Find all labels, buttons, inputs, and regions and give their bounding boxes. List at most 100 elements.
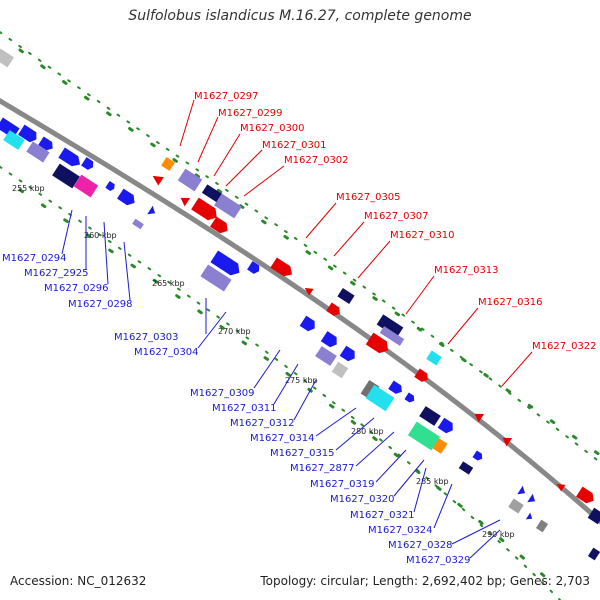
label-M1627_0297: M1627_0297 bbox=[194, 91, 259, 102]
label-M1627_0300: M1627_0300 bbox=[240, 123, 305, 134]
feature-blue-9 bbox=[210, 250, 240, 276]
feature-red-6 bbox=[304, 287, 314, 296]
feature-navy-6 bbox=[458, 461, 474, 475]
label-M1627_0296: M1627_0296 bbox=[44, 283, 109, 294]
label-M1627_0320: M1627_0320 bbox=[330, 494, 395, 505]
label-M1627_0307: M1627_0307 bbox=[364, 211, 429, 222]
feature-blue-17 bbox=[472, 450, 483, 461]
feature-red-8 bbox=[365, 332, 389, 354]
feature-blue-5 bbox=[81, 157, 94, 170]
feature-red-9 bbox=[414, 368, 428, 382]
feature-orange-1 bbox=[161, 157, 175, 171]
tick-265kbp: 265 kbp bbox=[152, 279, 185, 288]
feature-lavender-3 bbox=[177, 168, 203, 192]
inner-guide-dashes bbox=[18, 188, 562, 592]
feature-lavender-1 bbox=[26, 141, 50, 163]
label-M1627_0312: M1627_0312 bbox=[230, 418, 295, 429]
feature-lavender-2 bbox=[132, 218, 144, 230]
tick-260kbp: 260 kbp bbox=[84, 231, 117, 240]
label-M1627_0324: M1627_0324 bbox=[368, 525, 433, 536]
feature-blue-2 bbox=[18, 124, 37, 143]
feature-navy-1 bbox=[52, 163, 80, 189]
tick-285kbp: 285 kbp bbox=[416, 477, 449, 486]
feature-red-13 bbox=[576, 486, 594, 504]
label-M1627_0302: M1627_0302 bbox=[284, 155, 349, 166]
map-title: Sulfolobus islandicus M.16.27, complete … bbox=[128, 8, 472, 24]
feature-gray-2 bbox=[360, 380, 380, 400]
inner-guide-dots bbox=[0, 165, 561, 600]
feature-blue-11 bbox=[299, 315, 315, 332]
label-M1627_0303: M1627_0303 bbox=[114, 332, 179, 343]
feature-blue-8 bbox=[147, 205, 156, 215]
label-M1627_0294: M1627_0294 bbox=[2, 253, 67, 264]
feature-blue-6 bbox=[105, 181, 115, 191]
feature-blue-7 bbox=[117, 188, 135, 206]
feature-blue-14 bbox=[388, 380, 402, 394]
label-M1627_2925: M1627_2925 bbox=[24, 268, 89, 279]
feature-blue-12 bbox=[320, 331, 337, 348]
feature-red-12 bbox=[556, 483, 566, 492]
label-M1627_0328: M1627_0328 bbox=[388, 540, 453, 551]
label-M1627_2877: M1627_2877 bbox=[290, 463, 355, 474]
feature-navy-4 bbox=[376, 314, 404, 338]
label-M1627_0309: M1627_0309 bbox=[190, 388, 255, 399]
bottom-labels: M1627_0294 M1627_2925 M1627_0296 M1627_0… bbox=[2, 253, 471, 566]
feature-navy-3 bbox=[337, 287, 355, 305]
label-M1627_0315: M1627_0315 bbox=[270, 448, 335, 459]
tick-275kbp: 275 kbp bbox=[285, 376, 318, 385]
label-M1627_0311: M1627_0311 bbox=[212, 403, 277, 414]
feature-blue-20 bbox=[525, 512, 533, 520]
top-leader-lines bbox=[179, 99, 533, 387]
feature-navy-7 bbox=[587, 507, 600, 525]
feature-lavender-6 bbox=[379, 326, 405, 346]
feature-blue-15 bbox=[404, 392, 415, 403]
tick-280kbp: 280 kbp bbox=[351, 427, 384, 436]
feature-red-5 bbox=[270, 257, 293, 277]
label-M1627_0304: M1627_0304 bbox=[134, 347, 199, 358]
feature-navy-8 bbox=[587, 547, 600, 561]
label-M1627_0298: M1627_0298 bbox=[68, 299, 133, 310]
feature-gray-top bbox=[0, 48, 14, 68]
feature-red-11 bbox=[502, 437, 513, 447]
feature-orange-2 bbox=[432, 438, 448, 454]
genome-summary-text: Topology: circular; Length: 2,692,402 bp… bbox=[260, 574, 590, 588]
feature-navy-5 bbox=[419, 406, 441, 426]
feature-lavender-7 bbox=[315, 346, 337, 366]
outer-guide-dashes bbox=[18, 48, 600, 457]
feature-cyan-2 bbox=[426, 350, 442, 366]
label-M1627_0322: M1627_0322 bbox=[532, 341, 597, 352]
feature-blue-4 bbox=[58, 147, 81, 167]
label-M1627_0319: M1627_0319 bbox=[310, 479, 375, 490]
label-M1627_0301: M1627_0301 bbox=[262, 140, 327, 151]
feature-blue-3 bbox=[38, 136, 53, 151]
label-M1627_0310: M1627_0310 bbox=[390, 230, 455, 241]
feature-cyan-3 bbox=[365, 384, 395, 412]
label-M1627_0305: M1627_0305 bbox=[336, 192, 401, 203]
feature-gray-4 bbox=[535, 519, 549, 533]
feature-cyan-1 bbox=[3, 130, 25, 150]
feature-blue-13 bbox=[339, 345, 355, 362]
feature-red-3 bbox=[180, 197, 191, 207]
feature-lavender-5 bbox=[200, 264, 232, 292]
feature-red-2 bbox=[191, 197, 217, 221]
label-M1627_0329: M1627_0329 bbox=[406, 555, 471, 566]
feature-lavender-4 bbox=[214, 193, 242, 219]
feature-gray-1 bbox=[331, 361, 349, 379]
tick-270kbp: 270 kbp bbox=[218, 327, 251, 336]
accession-text: Accession: NC_012632 bbox=[10, 574, 147, 588]
gene-features bbox=[0, 48, 600, 561]
label-M1627_0321: M1627_0321 bbox=[350, 510, 415, 521]
feature-blue-10 bbox=[247, 261, 260, 274]
feature-gray-3 bbox=[508, 498, 524, 514]
outer-guide-dots bbox=[0, 30, 600, 464]
feature-blue-18 bbox=[517, 485, 526, 495]
feature-green-1 bbox=[407, 421, 441, 451]
label-M1627_0314: M1627_0314 bbox=[250, 433, 315, 444]
feature-blue-19 bbox=[527, 493, 536, 503]
feature-red-4 bbox=[210, 216, 228, 234]
label-M1627_0316: M1627_0316 bbox=[478, 297, 543, 308]
tick-290kbp: 290 kbp bbox=[482, 530, 515, 539]
feature-red-1 bbox=[152, 175, 164, 186]
tick-255kbp: 255 kbp bbox=[12, 184, 45, 193]
